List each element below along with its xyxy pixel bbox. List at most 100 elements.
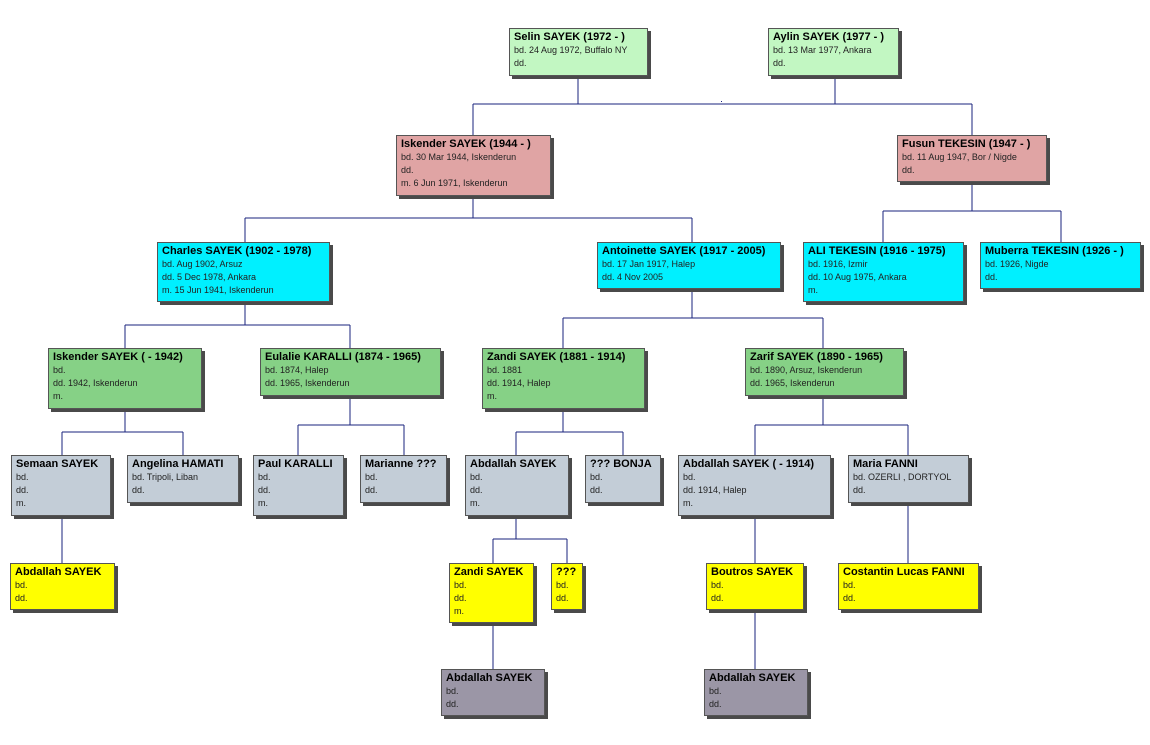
person-box-zarif[interactable]: Zarif SAYEK (1890 - 1965) bd. 1890, Arsu… (745, 348, 904, 396)
person-detail: dd. 1914, Halep (683, 485, 747, 495)
person-detail: m. (16, 498, 26, 508)
person-detail: dd. 1965, Iskenderun (750, 378, 835, 388)
person-detail: bd. (16, 472, 29, 482)
person-box-paul[interactable]: Paul KARALLI bd. dd. m. (253, 455, 344, 516)
connector-line (515, 409, 624, 455)
person-box-selin[interactable]: Selin SAYEK (1972 - ) bd. 24 Aug 1972, B… (509, 28, 648, 76)
person-box-abdallah-semaan-son[interactable]: Abdallah SAYEK bd. dd. (10, 563, 115, 610)
connector-line (244, 196, 693, 242)
person-detail: bd. 1926, Nigde (985, 259, 1049, 269)
person-detail: m. (808, 285, 818, 295)
person-detail: bd. OZERLI , DORTYOL (853, 472, 952, 482)
person-detail: dd. (446, 699, 459, 709)
person-box-bonja[interactable]: ??? BONJA bd. dd. (585, 455, 661, 503)
person-detail: bd. 24 Aug 1972, Buffalo NY (514, 45, 628, 55)
person-box-maria[interactable]: Maria FANNI bd. OZERLI , DORTYOL dd. (848, 455, 969, 503)
person-detail: bd. Tripoli, Liban (132, 472, 199, 482)
person-detail: dd. 5 Dec 1978, Ankara (162, 272, 257, 282)
person-detail: dd. (16, 485, 29, 495)
person-box-boutros[interactable]: Boutros SAYEK bd. dd. (706, 563, 804, 610)
person-name: Iskender SAYEK (1944 - ) (401, 138, 531, 150)
person-name: Abdallah SAYEK (446, 672, 533, 684)
person-name: Eulalie KARALLI (1874 - 1965) (265, 351, 421, 363)
person-box-semaan[interactable]: Semaan SAYEK bd. dd. m. (11, 455, 111, 516)
person-box-angelina[interactable]: Angelina HAMATI bd. Tripoli, Liban dd. (127, 455, 239, 503)
person-detail: bd. (258, 472, 271, 482)
person-detail: bd. Aug 1902, Arsuz (162, 259, 243, 269)
person-detail: dd. (258, 485, 271, 495)
person-detail: dd. (843, 593, 856, 603)
person-detail: bd. (15, 580, 28, 590)
person-name: Zandi SAYEK (1881 - 1914) (487, 351, 626, 363)
person-box-abdallah-bottom-1[interactable]: Abdallah SAYEK bd. dd. (441, 669, 545, 716)
person-detail: dd. (711, 593, 724, 603)
person-name: Zarif SAYEK (1890 - 1965) (750, 351, 883, 363)
person-detail: bd. (711, 580, 724, 590)
person-detail: dd. (514, 58, 527, 68)
person-detail: bd. (53, 365, 66, 375)
person-name: ??? (556, 566, 577, 578)
person-box-iskender-1942[interactable]: Iskender SAYEK ( - 1942) bd. dd. 1942, I… (48, 348, 202, 409)
person-box-marianne[interactable]: Marianne ??? bd. dd. (360, 455, 447, 503)
person-detail: bd. 1874, Halep (265, 365, 329, 375)
person-name: Paul KARALLI (258, 458, 333, 470)
person-detail: dd. (902, 165, 915, 175)
person-detail: bd. 1916, Izmir (808, 259, 868, 269)
connector-line (882, 182, 1062, 242)
person-box-zandi-1881[interactable]: Zandi SAYEK (1881 - 1914) bd. 1881 dd. 1… (482, 348, 645, 409)
person-box-aylin[interactable]: Aylin SAYEK (1977 - ) bd. 13 Mar 1977, A… (768, 28, 899, 76)
person-box-fusun[interactable]: Fusun TEKESIN (1947 - ) bd. 11 Aug 1947,… (897, 135, 1047, 182)
person-box-abdallah-1914[interactable]: Abdallah SAYEK ( - 1914) bd. dd. 1914, H… (678, 455, 831, 516)
person-detail: dd. (132, 485, 145, 495)
connector-line (492, 516, 568, 563)
person-detail: dd. (365, 485, 378, 495)
connector-line (124, 302, 351, 348)
person-name: Antoinette SAYEK (1917 - 2005) (602, 245, 766, 257)
person-detail: dd. (470, 485, 483, 495)
person-box-muberra[interactable]: Muberra TEKESIN (1926 - ) bd. 1926, Nigd… (980, 242, 1141, 289)
person-box-costantin[interactable]: Costantin Lucas FANNI bd. dd. (838, 563, 979, 610)
connector-line (562, 289, 824, 348)
person-name: Selin SAYEK (1972 - ) (514, 31, 625, 43)
person-name: Abdallah SAYEK (709, 672, 796, 684)
person-box-iskender-1944[interactable]: Iskender SAYEK (1944 - ) bd. 30 Mar 1944… (396, 135, 551, 196)
person-detail: dd. 4 Nov 2005 (602, 272, 664, 282)
person-detail: dd. (709, 699, 722, 709)
person-detail: dd. (556, 593, 569, 603)
person-box-unknown[interactable]: ??? bd. dd. (551, 563, 583, 610)
person-name: Abdallah SAYEK (15, 566, 102, 578)
person-detail: dd. (590, 485, 603, 495)
person-detail: bd. 13 Mar 1977, Ankara (773, 45, 872, 55)
person-name: Maria FANNI (853, 458, 918, 470)
connector-line (472, 76, 973, 135)
person-detail: bd. (446, 686, 459, 696)
person-box-abdallah-zandi-son[interactable]: Abdallah SAYEK bd. dd. m. (465, 455, 569, 516)
person-detail: bd. (454, 580, 467, 590)
person-detail: bd. (365, 472, 378, 482)
person-box-ali[interactable]: ALI TEKESIN (1916 - 1975) bd. 1916, Izmi… (803, 242, 964, 302)
person-detail: dd. (853, 485, 866, 495)
person-name: Angelina HAMATI (132, 458, 224, 470)
person-box-zandi-young[interactable]: Zandi SAYEK bd. dd. m. (449, 563, 534, 623)
person-detail: dd. 1942, Iskenderun (53, 378, 138, 388)
person-name: Abdallah SAYEK (470, 458, 557, 470)
person-box-charles[interactable]: Charles SAYEK (1902 - 1978) bd. Aug 1902… (157, 242, 330, 302)
person-box-eulalie[interactable]: Eulalie KARALLI (1874 - 1965) bd. 1874, … (260, 348, 441, 396)
person-box-abdallah-bottom-2[interactable]: Abdallah SAYEK bd. dd. (704, 669, 808, 716)
person-detail: bd. (590, 472, 603, 482)
person-detail: m. (487, 391, 497, 401)
person-name: Abdallah SAYEK ( - 1914) (683, 458, 815, 470)
person-name: Fusun TEKESIN (1947 - ) (902, 138, 1031, 150)
person-detail: bd. (709, 686, 722, 696)
person-name: ??? BONJA (590, 458, 652, 470)
person-detail: bd. 30 Mar 1944, Iskenderun (401, 152, 517, 162)
person-name: Aylin SAYEK (1977 - ) (773, 31, 885, 43)
connector-line (754, 396, 909, 455)
stray-dot (721, 101, 722, 102)
person-detail: bd. 17 Jan 1917, Halep (602, 259, 696, 269)
person-detail: dd. 10 Aug 1975, Ankara (808, 272, 907, 282)
person-detail: m. (454, 606, 464, 616)
person-box-antoinette[interactable]: Antoinette SAYEK (1917 - 2005) bd. 17 Ja… (597, 242, 781, 289)
person-detail: dd. (985, 272, 998, 282)
